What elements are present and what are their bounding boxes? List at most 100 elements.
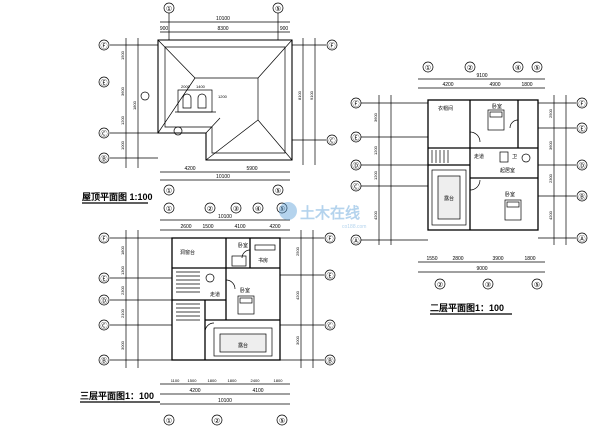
f3-top-dim: 2600 <box>180 224 191 230</box>
f2-axis-label: Ⓓ <box>353 162 360 170</box>
f2-axis-E-right <box>576 122 588 134</box>
f3-axis-2-bottom <box>211 414 223 426</box>
roof-bottom-dim: 5900 <box>246 166 257 172</box>
f3-right-dim: 4200 <box>295 290 300 300</box>
f3-axis-label: ③ <box>233 205 239 213</box>
f3-bottom-total: 10100 <box>218 398 232 404</box>
f2-right-dim: 4200 <box>548 210 553 220</box>
watermark-text: 土木在线 <box>300 204 360 222</box>
f2-room-label: 露台 <box>444 195 454 202</box>
f3-axis-C-right <box>324 319 336 331</box>
f2-axis-label: ⑤ <box>534 281 540 289</box>
f3-room-label: 书房 <box>258 257 268 264</box>
f2-axis-label: ① <box>425 64 431 72</box>
f2-axis-B-right <box>576 190 588 202</box>
roof-bottom-total: 10100 <box>216 174 230 180</box>
f2-bed <box>504 199 522 221</box>
third-floor-plan: ① ② ③ ④ ⑤ 10100 2600 1500 4100 4200 <box>80 202 336 426</box>
f3-room-label: 卧室 <box>240 287 250 294</box>
f2-top-total: 9100 <box>476 73 487 79</box>
f3-left-dim: 2300 <box>120 285 125 295</box>
f3-axis-label: Ⓓ <box>101 297 108 305</box>
f3-axis-1-top <box>163 202 175 214</box>
f2-bottom-dim: 1800 <box>524 256 535 262</box>
roof-left-dim: 1200 <box>120 115 125 125</box>
f2-axis-A-right <box>576 232 588 244</box>
section-marker <box>140 91 150 101</box>
f3-axis-D <box>98 294 110 306</box>
f2-axis-label: Ⓔ <box>579 125 586 133</box>
f2-axis-5-bottom <box>531 278 543 290</box>
f2-left-dim: 4200 <box>373 210 378 220</box>
f2-left-dim: 1200 <box>373 145 378 155</box>
f3-left-dim: 1300 <box>120 265 125 275</box>
f2-axis-label: ② <box>437 281 443 289</box>
roof-axis-C-label: Ⓒ <box>101 130 108 138</box>
roof-axis-F-label: Ⓕ <box>101 42 108 50</box>
roof-axis-C-right-label: Ⓒ <box>329 137 336 145</box>
f3-top-dim: 1500 <box>202 224 213 230</box>
f2-bottom-dim: 1550 <box>426 256 437 262</box>
second-floor-plan: ① ② ④ ⑤ 9100 4200 4900 1800 <box>350 61 588 315</box>
third-floor-title: 三层平面图1：100 <box>80 391 154 401</box>
f2-bottom-total: 9000 <box>476 266 487 272</box>
f2-stair <box>431 150 449 163</box>
f3-axis-label: Ⓒ <box>327 322 334 330</box>
f2-bottom-dim: 2800 <box>452 256 463 262</box>
f2-axis-label: Ⓔ <box>353 134 360 142</box>
roof-left-dim: 1800 <box>132 100 137 110</box>
f3-axis-label: ④ <box>255 205 261 213</box>
roof-axis-C <box>98 127 110 139</box>
roof-top-dim: 8300 <box>217 26 228 32</box>
f3-bottom-dim: 2400 <box>251 378 261 383</box>
f3-axis-label: Ⓑ <box>101 357 108 365</box>
f2-room-label: 起居室 <box>500 167 515 174</box>
f2-room-label: 走道 <box>474 153 484 160</box>
f3-axis-label: Ⓔ <box>101 275 108 283</box>
watermark: 土木在线 co188.com <box>279 202 366 230</box>
f3-axis-label: Ⓕ <box>101 235 108 243</box>
f3-axis-B <box>98 354 110 366</box>
f3-bottom-dim2: 4100 <box>252 388 263 394</box>
f3-right-dim: 3000 <box>295 335 300 345</box>
f3-stair <box>176 271 200 321</box>
watermark-logo-icon <box>279 202 297 220</box>
f2-bottom-dim: 3900 <box>492 256 503 262</box>
roof-plan: ① ⑤ 10100 900 8300 900 2000 1400 1200 <box>82 2 338 204</box>
f3-axis-5-top <box>276 202 288 214</box>
second-floor-title: 二层平面图1：100 <box>430 303 504 313</box>
f3-axis-1-bottom <box>163 414 175 426</box>
f3-room-label: 洞窗台 <box>180 249 195 256</box>
f2-axis-label: Ⓓ <box>579 162 586 170</box>
f3-axis-3-top <box>230 202 242 214</box>
f2-axis-1-top <box>422 61 434 73</box>
f2-axis-label: Ⓒ <box>353 183 360 191</box>
roof-axis-5-top-label: ⑤ <box>275 5 281 13</box>
roof-axis-B <box>98 152 110 164</box>
f3-room-label: 走道 <box>210 291 220 298</box>
f3-axis-label: ② <box>207 205 213 213</box>
f3-axis-label: ② <box>214 417 220 425</box>
f3-axis-label: Ⓕ <box>327 235 334 243</box>
roof-title: 屋顶平面图 1:100 <box>82 192 153 202</box>
f2-top-dim: 4900 <box>489 82 500 88</box>
f3-left-dim: 2100 <box>120 308 125 318</box>
roof-top-dim: 900 <box>160 26 169 32</box>
f2-room-label: 卧室 <box>492 103 502 110</box>
f3-axis-label: Ⓑ <box>327 357 334 365</box>
f3-top-total: 10100 <box>218 214 232 220</box>
f2-axis-label: ⑤ <box>534 64 540 72</box>
f2-axis-label: Ⓐ <box>579 235 586 243</box>
f2-axis-4-top <box>512 61 524 73</box>
roof-axis-B-label: Ⓑ <box>101 155 108 163</box>
section-marker <box>173 126 183 136</box>
f3-top-dim: 4200 <box>269 224 280 230</box>
f3-axis-label: ① <box>166 205 172 213</box>
f2-axis-2-top <box>464 61 476 73</box>
f3-left-dim: 3000 <box>120 340 125 350</box>
roof-top-total: 10100 <box>216 16 230 22</box>
f3-axis-label: ① <box>166 417 172 425</box>
roof-axis-1-bottom <box>163 184 175 196</box>
roof-axis-C-right <box>326 134 338 146</box>
f3-bed <box>237 295 255 315</box>
